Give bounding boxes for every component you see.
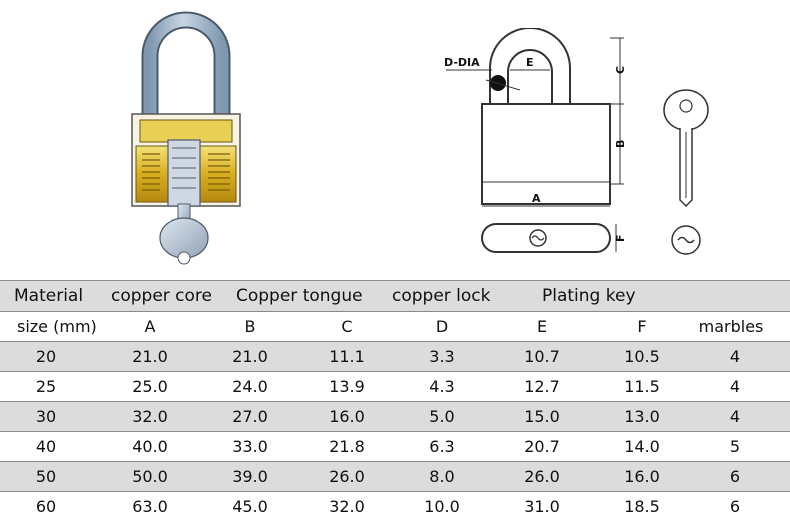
cell-b: 45.0: [232, 497, 268, 516]
cell-d: 5.0: [429, 407, 455, 426]
cell-size: 30: [35, 407, 57, 426]
cell-b: 21.0: [232, 347, 268, 366]
header-e: E: [536, 317, 548, 336]
cell-d: 6.3: [429, 437, 455, 456]
label-d-dia: D-DIA: [444, 56, 480, 69]
cell-f: 18.5: [624, 497, 660, 516]
table-row: 50 50.0 39.0 26.0 8.0 26.0 16.0 6: [0, 461, 790, 492]
product-figure: D-DIA E C B A F: [131, 11, 709, 265]
dimension-diagram: D-DIA E C B A F: [444, 28, 627, 253]
cell-f: 14.0: [624, 437, 660, 456]
cell-a: 21.0: [132, 347, 168, 366]
label-c: C: [614, 66, 627, 74]
table-row: 40 40.0 33.0 21.8 6.3 20.7 14.0 5: [0, 431, 790, 462]
table-row: 25 25.0 24.0 13.9 4.3 12.7 11.5 4: [0, 371, 790, 402]
cell-e: 15.0: [524, 407, 560, 426]
header-a: A: [144, 317, 156, 336]
cell-marbles: 6: [729, 497, 741, 516]
cell-b: 33.0: [232, 437, 268, 456]
spec-table: Material copper core Copper tongue coppe…: [0, 280, 790, 522]
cell-c: 13.9: [329, 377, 365, 396]
cell-d: 3.3: [429, 347, 455, 366]
cell-d: 4.3: [429, 377, 455, 396]
cell-size: 25: [35, 377, 57, 396]
cell-size: 60: [35, 497, 57, 516]
cell-d: 10.0: [424, 497, 460, 516]
cell-a: 25.0: [132, 377, 168, 396]
header-c: C: [341, 317, 353, 336]
cell-b: 39.0: [232, 467, 268, 486]
header-b: B: [244, 317, 256, 336]
cell-d: 8.0: [429, 467, 455, 486]
cell-a: 50.0: [132, 467, 168, 486]
cell-marbles: 5: [729, 437, 741, 456]
header-copper-core: copper core: [111, 286, 213, 306]
cell-f: 13.0: [624, 407, 660, 426]
cell-marbles: 4: [729, 377, 741, 396]
table-row: 30 32.0 27.0 16.0 5.0 15.0 13.0 4: [0, 401, 790, 432]
cell-c: 11.1: [329, 347, 365, 366]
header-copper-lock: copper lock: [392, 286, 491, 306]
header-copper-tongue: Copper tongue: [236, 286, 363, 306]
cell-f: 11.5: [624, 377, 660, 396]
cell-a: 40.0: [132, 437, 168, 456]
key-illustration: [663, 89, 709, 255]
cell-e: 26.0: [524, 467, 560, 486]
cell-marbles: 4: [729, 407, 741, 426]
table-row: 20 21.0 21.0 11.1 3.3 10.7 10.5 4: [0, 341, 790, 372]
cell-e: 12.7: [524, 377, 560, 396]
cell-b: 24.0: [232, 377, 268, 396]
cell-c: 21.8: [329, 437, 365, 456]
cell-e: 10.7: [524, 347, 560, 366]
cell-e: 20.7: [524, 437, 560, 456]
cell-c: 32.0: [329, 497, 365, 516]
cell-f: 10.5: [624, 347, 660, 366]
cell-marbles: 4: [729, 347, 741, 366]
shackle-diameter-marker: [490, 75, 506, 91]
cell-size: 40: [35, 437, 57, 456]
cell-c: 26.0: [329, 467, 365, 486]
table-row: 60 63.0 45.0 32.0 10.0 31.0 18.5 6: [0, 491, 790, 522]
header-f: F: [637, 317, 647, 336]
cell-b: 27.0: [232, 407, 268, 426]
cell-size: 20: [35, 347, 57, 366]
label-f: F: [614, 234, 627, 242]
label-b: B: [614, 140, 627, 148]
table-header-material: Material copper core Copper tongue coppe…: [0, 280, 790, 312]
header-marbles: marbles: [698, 317, 764, 336]
cell-a: 63.0: [132, 497, 168, 516]
cell-e: 31.0: [524, 497, 560, 516]
cell-size: 50: [35, 467, 57, 486]
header-size: size (mm): [17, 317, 97, 336]
header-material: Material: [14, 286, 84, 306]
label-e: E: [526, 56, 534, 69]
cell-marbles: 6: [729, 467, 741, 486]
cell-a: 32.0: [132, 407, 168, 426]
header-d: D: [435, 317, 449, 336]
label-a: A: [532, 192, 541, 205]
cell-c: 16.0: [329, 407, 365, 426]
transparent-padlock-illustration: [131, 11, 241, 265]
cell-f: 16.0: [624, 467, 660, 486]
table-header-dimensions: size (mm) A B C D E F marbles: [0, 311, 790, 342]
header-plating-key: Plating key: [542, 286, 636, 306]
